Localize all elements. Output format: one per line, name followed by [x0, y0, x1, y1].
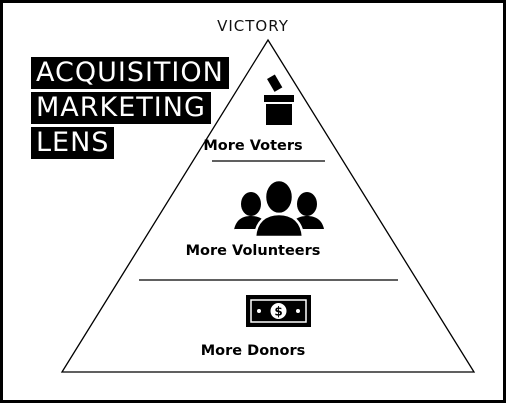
svg-text:$: $ [274, 305, 282, 319]
lens-title: ACQUISITION MARKETING LENS [31, 57, 229, 162]
lens-line-marketing: MARKETING [31, 92, 211, 124]
tier-label-volunteers: More Volunteers [185, 243, 321, 259]
dollar-bill-icon: $ [246, 295, 311, 327]
lens-line-lens: LENS [31, 127, 115, 159]
victory-label: VICTORY [217, 17, 289, 35]
tier-label-voters: More Voters [203, 138, 303, 154]
ballot-box-icon [264, 74, 294, 125]
pyramid-outline [60, 38, 476, 373]
people-icon [234, 178, 324, 239]
lens-line-acquisition: ACQUISITION [31, 57, 229, 89]
tier-label-donors: More Donors [200, 343, 306, 359]
